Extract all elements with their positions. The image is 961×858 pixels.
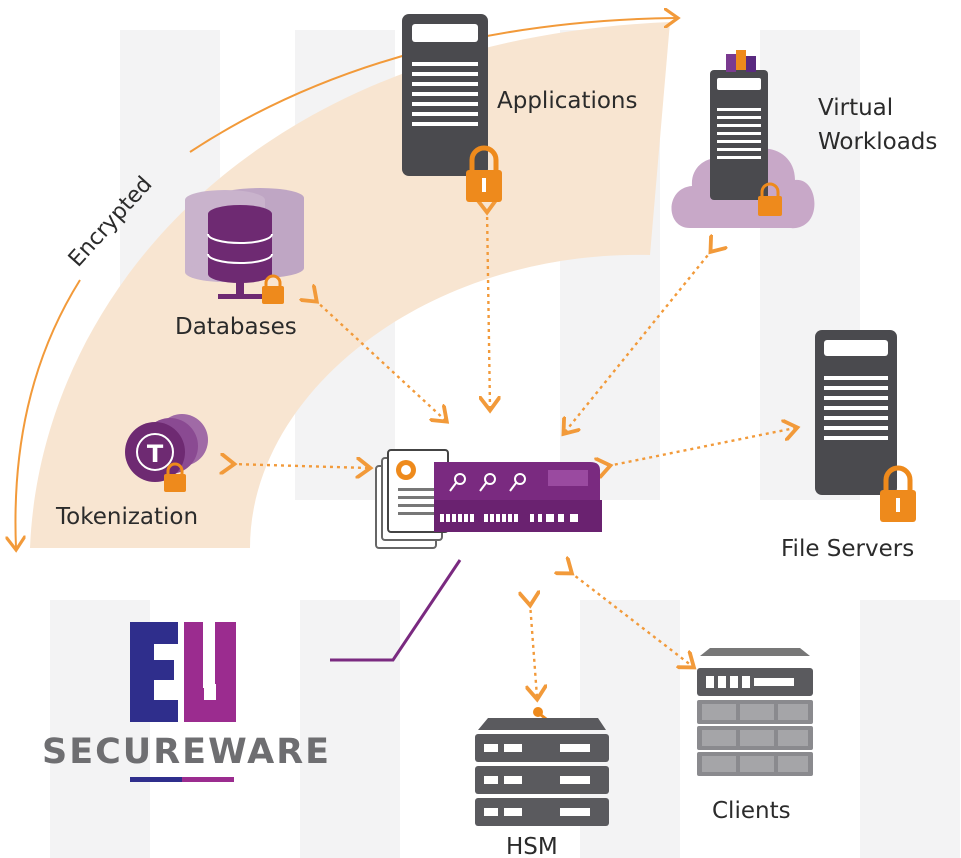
logo-underline-magenta: [182, 777, 234, 782]
logo-wordmark: SECUREWARE: [42, 732, 332, 772]
connector-hsm: [530, 603, 537, 697]
server-rack-icon: [697, 648, 813, 776]
file-servers-label: File Servers: [781, 536, 914, 562]
virtual-workloads-label: Virtual Workloads: [818, 95, 937, 155]
connectors: [232, 210, 795, 697]
key-manager-appliance-icon: [375, 449, 602, 549]
encrypted-arc-arrow-left: [15, 279, 81, 548]
server-tower-icon: [402, 14, 488, 176]
svg-text:T: T: [147, 440, 164, 468]
databases-label: Databases: [175, 314, 297, 340]
hsm-label: HSM: [506, 834, 558, 858]
tokenization-label: Tokenization: [55, 504, 198, 530]
hsm-rack-icon: [475, 707, 609, 826]
token-coins-icon: T: [125, 414, 208, 492]
file-server-icon: [815, 330, 916, 522]
logo-connector-line: [330, 559, 462, 662]
database-stack-icon: [185, 188, 304, 304]
padlock-icon: [466, 145, 502, 202]
secureware-logo: [130, 622, 236, 782]
connector-applications: [487, 210, 490, 408]
connector-tokenization: [232, 464, 368, 468]
logo-monogram: [130, 622, 236, 722]
connector-databases: [315, 300, 445, 420]
cloud-server-icon: [671, 50, 815, 229]
clients-label: Clients: [712, 798, 791, 824]
logo-underline-blue: [130, 777, 182, 782]
connector-clients: [570, 572, 692, 666]
applications-label: Applications: [497, 88, 638, 114]
